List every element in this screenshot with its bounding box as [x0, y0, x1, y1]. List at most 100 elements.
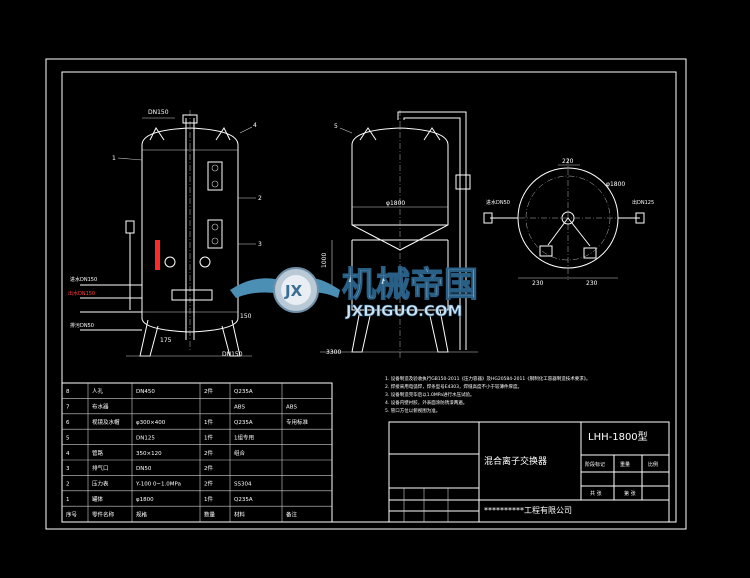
bom-row: 7 布水器 ABS ABS	[66, 403, 297, 411]
watermark-emblem: JX	[284, 282, 303, 300]
bom-cell-name: 罐体	[92, 495, 104, 503]
front-elevation-view: DN150 175 150 DN150 进水DN150 出水DN150 排污DN…	[68, 109, 262, 358]
balloon-4: 4	[253, 122, 257, 129]
bom-cell-name: 管路	[92, 449, 104, 457]
bom-cell-spec: 规格	[136, 510, 148, 518]
dim-phi1800-plan: φ1800	[606, 181, 625, 188]
note-5: 5. 管口方位以俯视图为准。	[385, 407, 440, 414]
title-equipment-name: 混合离子交换器	[484, 455, 547, 467]
bom-row: 3 排气口 DN50 2件	[66, 464, 213, 472]
technical-notes: 1. 设备制造及验收执行GB150-2011《压力容器》及HG20584-201…	[385, 375, 590, 414]
dim-dn150-top: DN150	[148, 109, 169, 116]
bom-cell-spec: DN125	[136, 435, 155, 441]
bom-cell-mat: Q235A	[234, 420, 253, 426]
bom-row: 6 视镜及水帽 φ300×400 1件 Q235A 专用标准	[66, 418, 309, 426]
label-outlet: 出水DN150	[68, 290, 95, 297]
bom-cell-spec: φ1800	[136, 497, 154, 503]
bom-cell-spec: DN50	[136, 466, 152, 472]
balloon-5: 5	[334, 123, 338, 130]
outer-frame	[45, 58, 687, 530]
bom-cell-spec: 350×120	[136, 451, 162, 457]
bom-cell-mat: Q235A	[234, 497, 253, 503]
label-drain: 排污DN50	[70, 322, 94, 329]
bom-cell-no: 6	[66, 420, 70, 426]
label-dn125: 出DN125	[632, 199, 654, 206]
bom-cell-spec: Y-100 0~1.0MPa	[135, 482, 181, 488]
bill-of-materials: 8 人孔 DN450 2件 Q235A 7 布水器 ABS ABS 6 视镜及水帽 φ300×400 1…	[61, 382, 333, 523]
bom-row: 1 罐体 φ1800 1件 Q235A	[66, 495, 253, 503]
bom-row: 4 管路 350×120 2件 组合	[66, 449, 246, 457]
dim-150: 150	[240, 313, 252, 320]
bom-cell-mat: 1组专用	[234, 433, 254, 441]
title-stage: 阶段标记	[585, 461, 605, 468]
watermark-en-text: JXDIGUO.COM	[345, 302, 462, 320]
title-company: **********工程有限公司	[484, 505, 572, 515]
dim-dn150-bottom: DN150	[222, 351, 243, 358]
bom-cell-no: 1	[66, 497, 70, 503]
title-block: 混合离子交换器 LHH-1800型 阶段标记 重量 比例 共 张 第 张 ***…	[388, 421, 670, 523]
bom-cell-no: 8	[66, 389, 70, 395]
bom-row: 8 人孔 DN450 2件 Q235A	[66, 387, 253, 395]
top-plan-view: 220 φ1800 进水DN50 出DN125 230 230	[483, 158, 654, 287]
dim-d1800: φ1800	[386, 200, 405, 207]
bom-cell-spec: φ300×400	[136, 420, 166, 426]
side-elevation-view: φ1800 1000 3300 5	[320, 110, 478, 360]
label-dn50: 进水DN50	[486, 199, 510, 206]
bom-cell-spec: DN450	[136, 389, 155, 395]
title-model: LHH-1800型	[588, 430, 648, 443]
title-sheet-no: 第 张	[624, 490, 636, 497]
note-2: 2. 焊接采用电弧焊，焊条型号E4303，焊缝高度不小于较薄件厚度。	[385, 383, 522, 390]
watermark-cn-text: 机械帝国	[342, 265, 478, 305]
bom-cell-qty: 数量	[204, 510, 216, 518]
bom-cell-no: 5	[66, 435, 70, 441]
bom-cell-name: 排气口	[92, 464, 109, 472]
bom-cell-name: 布水器	[92, 403, 109, 411]
bom-row: 2 压力表 Y-100 0~1.0MPa 2件 SS304	[66, 480, 252, 488]
bom-cell-name: 零件名称	[92, 510, 115, 518]
bom-cell-qty: 2件	[204, 449, 213, 457]
bom-cell-mat: Q235A	[234, 389, 253, 395]
bom-cell-mat: 材料	[234, 510, 246, 518]
bom-cell-mat: ABS	[234, 405, 245, 411]
dim-220: 220	[562, 158, 574, 165]
bom-cell-note: ABS	[286, 405, 297, 411]
bom-cell-qty: 2件	[204, 387, 213, 395]
bom-cell-name: 人孔	[92, 387, 104, 395]
bom-cell-mat: 组合	[234, 449, 246, 457]
bom-header-row: 序号 零件名称 规格 数量 材料 备注	[66, 510, 298, 518]
note-1: 1. 设备制造及验收执行GB150-2011《压力容器》及HG20584-201…	[385, 375, 590, 382]
bom-cell-name: 视镜及水帽	[92, 418, 120, 426]
bom-cell-note: 专用标准	[286, 418, 309, 426]
bom-cell-qty: 2件	[204, 464, 213, 472]
bom-cell-no: 3	[66, 466, 70, 472]
title-sheet-total: 共 张	[590, 490, 602, 497]
title-scale: 比例	[648, 461, 658, 468]
watermark-logo: JX 机械帝国 JXDIGUO.COM	[230, 264, 479, 320]
inner-frame	[61, 71, 677, 523]
bom-cell-qty: 1件	[204, 418, 213, 426]
dim-1000: 1000	[321, 253, 328, 268]
balloon-3: 3	[258, 241, 262, 248]
bom-cell-name: 压力表	[92, 480, 109, 488]
dim-3300: 3300	[326, 349, 341, 356]
note-3: 3. 设备制造完毕后以1.0MPa进行水压试验。	[385, 391, 475, 398]
dim-230-right: 230	[586, 280, 598, 287]
balloon-2: 2	[258, 195, 262, 202]
bom-cell-no: 4	[66, 451, 70, 457]
bom-cell-qty: 2件	[204, 480, 213, 488]
bom-row: 5 DN125 1件 1组专用	[66, 433, 254, 441]
bom-cell-note: 备注	[286, 510, 298, 518]
dim-230-left: 230	[532, 280, 544, 287]
balloon-1: 1	[112, 155, 116, 162]
bom-cell-qty: 1件	[204, 433, 213, 441]
bom-cell-no: 7	[66, 405, 70, 411]
bom-cell-no: 2	[66, 482, 70, 488]
label-inlet: 进水DN150	[70, 276, 97, 283]
title-weight: 重量	[620, 461, 630, 468]
dim-175: 175	[160, 337, 172, 344]
note-4: 4. 设备内壁衬胶，外表面涂防锈漆两遍。	[385, 399, 467, 406]
bom-cell-no: 序号	[66, 510, 78, 518]
bom-cell-qty: 1件	[204, 495, 213, 503]
bom-cell-mat: SS304	[234, 482, 252, 488]
